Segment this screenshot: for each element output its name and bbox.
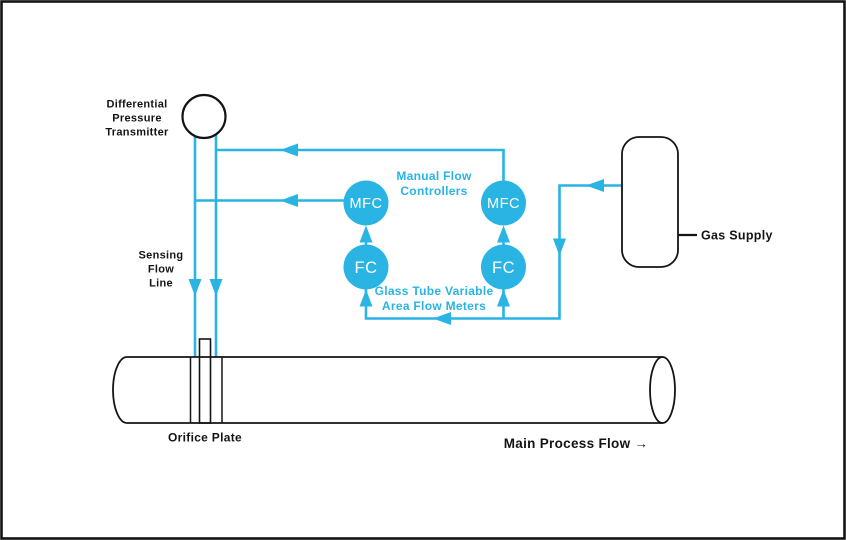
arrow-down-icon (209, 279, 223, 296)
orifice-plate-label: Orifice Plate (168, 431, 242, 445)
arrow-left-icon (280, 194, 298, 207)
dp-transmitter-label-line: Pressure (112, 113, 162, 125)
sensing-label-line: Sensing (139, 250, 184, 262)
arrow-left-icon (586, 179, 604, 192)
mfc-node-circle (481, 180, 526, 226)
mfc-node-label: MFC (487, 196, 520, 212)
flow-meters-label: Glass Tube Variable Area Flow Meters (375, 284, 494, 313)
fc-node-circle (481, 244, 526, 290)
flow-meters-label-line: Area Flow Meters (382, 299, 486, 313)
gas-cylinder-shape (621, 136, 679, 268)
arrow-left-icon (280, 143, 298, 157)
mfc-node-label: MFC (350, 196, 383, 212)
pipe-body (112, 356, 663, 424)
arrow-left-icon (433, 312, 451, 325)
fc-node-label: FC (355, 259, 378, 277)
dp-transmitter-symbol (181, 93, 227, 140)
flow-meter-left: FC (343, 244, 389, 290)
manual-flow-controllers-label: Manual Flow Controllers (396, 169, 472, 198)
dp-transmitter-label: Differential Pressure Transmitter (105, 99, 169, 139)
sensing-label-line: Line (149, 278, 173, 290)
main-process-flow-label: Main Process Flow → (504, 436, 648, 451)
manual-flow-controller-left: MFC (343, 180, 389, 226)
manual-controllers-label-line: Controllers (400, 184, 467, 198)
orifice-plate-symbol (198, 338, 212, 424)
gas-supply-vessel (621, 136, 697, 268)
dp-transmitter-label-line: Transmitter (105, 127, 169, 139)
arrow-up-icon (497, 289, 510, 307)
flow-meter-right: FC (481, 244, 526, 290)
sensing-flow-line-label: Sensing Flow Line (139, 250, 184, 290)
manual-flow-controller-right: MFC (481, 180, 526, 226)
arrow-up-icon (359, 289, 373, 307)
main-process-pipe (112, 338, 676, 424)
manual-controllers-label-line: Manual Flow (396, 169, 472, 183)
flow-arrowheads (188, 143, 604, 325)
fc-node-label: FC (492, 259, 515, 277)
gas-supply-label: Gas Supply (701, 229, 773, 243)
flow-meters-label-line: Glass Tube Variable (375, 284, 494, 298)
dp-transmitter-label-line: Differential (106, 99, 167, 111)
pipe-end-cap (649, 356, 676, 424)
arrow-down-icon (188, 279, 202, 296)
sensing-label-line: Flow (148, 264, 174, 276)
fc-node-circle (343, 244, 389, 290)
arrow-up-icon (497, 225, 510, 243)
mfc-node-circle (343, 180, 389, 226)
arrow-down-icon (553, 238, 566, 256)
arrow-up-icon (359, 225, 373, 243)
